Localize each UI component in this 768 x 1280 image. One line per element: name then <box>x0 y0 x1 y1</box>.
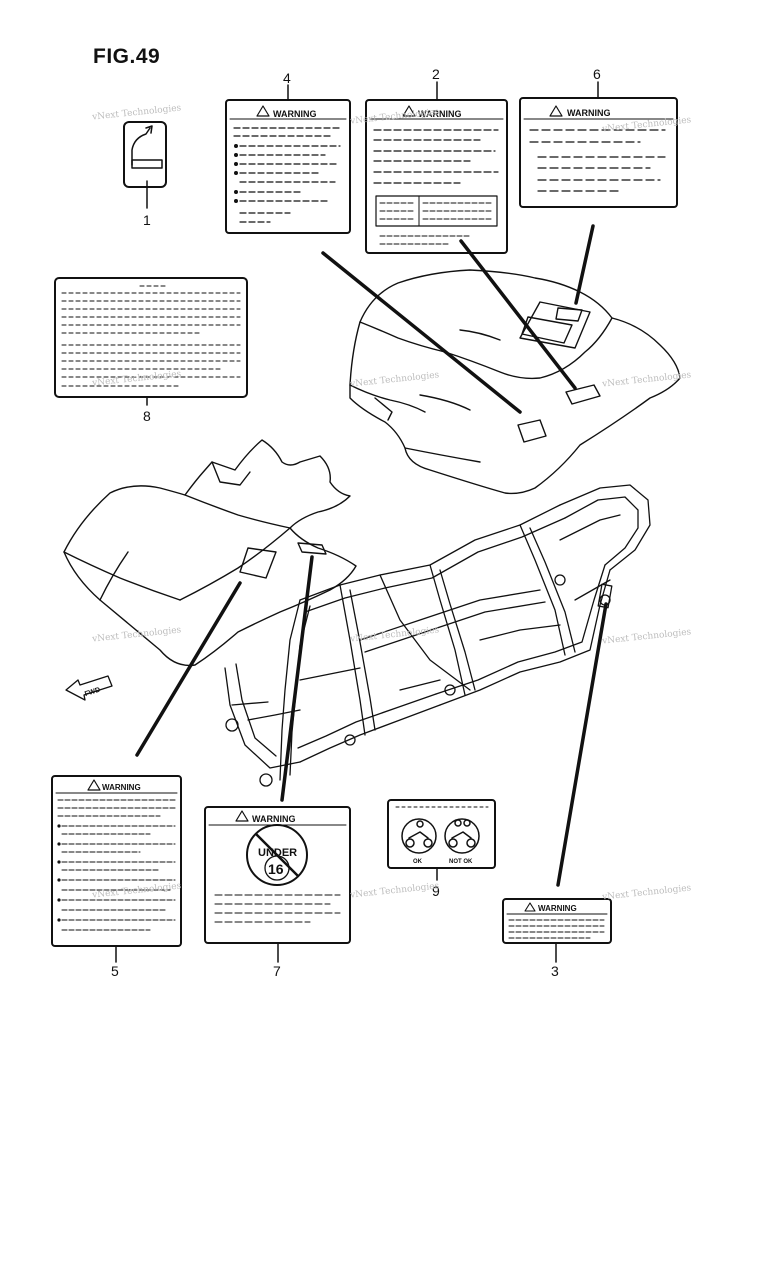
label-9-ok-not-ok[interactable] <box>387 799 496 881</box>
part-number-1: 1 <box>143 212 151 228</box>
label-2-warning[interactable] <box>365 81 508 254</box>
part-number-7: 7 <box>273 963 281 979</box>
label-3-warning-text: WARNING <box>538 904 577 913</box>
part-number-6: 6 <box>593 66 601 82</box>
not-ok-text: NOT OK <box>449 859 473 865</box>
label-2-warning-text: WARNING <box>418 109 462 119</box>
label-4-warning-text: WARNING <box>273 109 317 119</box>
label-7-warning-text: WARNING <box>252 814 296 824</box>
front-fender <box>63 439 357 667</box>
figure-title: FIG.49 <box>93 45 161 68</box>
part-number-5: 5 <box>111 963 119 979</box>
label-7-warning[interactable] <box>204 806 351 963</box>
label-8-plate[interactable] <box>54 277 248 406</box>
part-number-9: 9 <box>432 883 440 899</box>
part-number-3: 3 <box>551 963 559 979</box>
age-text: 16 <box>268 861 284 877</box>
fwd-text: FWD <box>84 687 101 699</box>
label-4-warning[interactable] <box>225 84 351 234</box>
part-number-2: 2 <box>432 66 440 82</box>
ok-text: OK <box>413 859 423 865</box>
frame <box>224 484 651 787</box>
label-5-warning-text: WARNING <box>102 783 141 792</box>
label-3-warning[interactable] <box>502 898 612 963</box>
rear-fender <box>349 269 681 495</box>
part-number-4: 4 <box>283 70 291 86</box>
label-1-sticker[interactable] <box>123 121 167 209</box>
label-6-warning[interactable] <box>519 81 678 208</box>
label-5-warning[interactable] <box>51 775 182 963</box>
under-text: UNDER <box>258 847 297 859</box>
fwd-arrow-icon <box>65 675 113 701</box>
label-6-warning-text: WARNING <box>567 108 611 118</box>
part-number-8: 8 <box>143 408 151 424</box>
